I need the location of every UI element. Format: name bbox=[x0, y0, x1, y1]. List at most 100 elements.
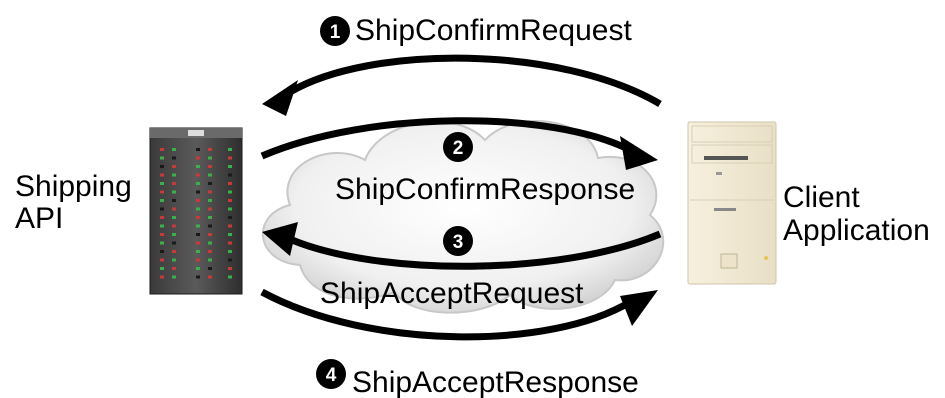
server-status-light bbox=[196, 165, 200, 168]
step-1-badge: 1 bbox=[320, 16, 350, 46]
server-status-light bbox=[160, 173, 164, 177]
server-status-light bbox=[172, 241, 176, 245]
server-status-light bbox=[172, 258, 176, 262]
server-status-light bbox=[208, 173, 212, 177]
message-3-label: ShipAcceptRequest bbox=[320, 277, 584, 310]
step-4-badge: 4 bbox=[316, 359, 346, 389]
arrow-1-ship-confirm-request bbox=[262, 54, 662, 116]
server-status-light bbox=[160, 267, 164, 270]
server-status-light bbox=[228, 182, 232, 185]
server-status-light bbox=[196, 182, 200, 185]
server-status-light bbox=[208, 275, 212, 279]
server-status-light bbox=[172, 165, 176, 168]
server-status-light bbox=[196, 267, 200, 270]
server-status-light bbox=[208, 241, 212, 245]
server-status-light bbox=[172, 275, 176, 279]
server-status-light bbox=[196, 241, 200, 245]
server-status-light bbox=[228, 216, 232, 219]
server-status-light bbox=[160, 207, 164, 211]
server-status-light bbox=[208, 224, 212, 228]
server-status-light bbox=[172, 156, 176, 160]
server-status-light bbox=[228, 156, 232, 160]
server-status-light bbox=[196, 258, 200, 262]
server-status-light bbox=[208, 165, 212, 168]
server-status-light bbox=[196, 216, 200, 219]
server-status-light bbox=[208, 148, 212, 151]
server-logo-icon bbox=[188, 130, 204, 136]
server-status-light bbox=[172, 216, 176, 219]
message-1-label: ShipConfirmRequest bbox=[355, 14, 632, 47]
server-status-light bbox=[196, 275, 200, 279]
server-status-light bbox=[196, 148, 200, 151]
server-status-light bbox=[160, 216, 164, 219]
server-status-light bbox=[228, 173, 232, 177]
server-status-light bbox=[172, 224, 176, 228]
server-status-light bbox=[228, 199, 232, 202]
server-status-light bbox=[228, 267, 232, 270]
server-status-light bbox=[172, 267, 176, 270]
server-status-light bbox=[196, 173, 200, 177]
server-status-light bbox=[172, 190, 176, 194]
server-status-light bbox=[208, 233, 212, 236]
arrow-2-ship-confirm-response bbox=[260, 117, 658, 170]
step-1-number: 1 bbox=[330, 22, 341, 43]
server-status-light bbox=[160, 156, 164, 160]
server-status-light bbox=[196, 190, 200, 194]
server-status-light bbox=[208, 216, 212, 219]
server-status-light bbox=[208, 182, 212, 185]
arrow-4-ship-accept-response bbox=[260, 288, 658, 341]
step-3-badge: 3 bbox=[443, 226, 473, 256]
client-application-label-line1: Client bbox=[783, 181, 860, 214]
client-application-label-line2: Application bbox=[783, 214, 930, 247]
server-status-lights bbox=[160, 148, 232, 279]
server-status-light bbox=[160, 275, 164, 279]
server-status-light bbox=[160, 258, 164, 262]
server-status-light bbox=[172, 233, 176, 236]
server-status-light bbox=[160, 241, 164, 245]
shipping-api-label-line2: API bbox=[15, 202, 63, 235]
server-status-light bbox=[160, 233, 164, 236]
shipping-api-label-line1: Shipping bbox=[15, 170, 132, 203]
server-status-light bbox=[196, 224, 200, 228]
server-status-light bbox=[196, 207, 200, 211]
server-status-light bbox=[208, 207, 212, 211]
server-status-light bbox=[208, 250, 212, 253]
server-status-light bbox=[196, 156, 200, 160]
arrow-3-ship-accept-request bbox=[262, 222, 662, 270]
server-status-light bbox=[172, 250, 176, 253]
step-4-number: 4 bbox=[326, 365, 337, 386]
server-status-light bbox=[228, 224, 232, 228]
server-status-light bbox=[208, 267, 212, 270]
step-2-number: 2 bbox=[453, 138, 464, 159]
message-4-label: ShipAcceptResponse bbox=[352, 366, 639, 398]
server-status-light bbox=[228, 148, 232, 151]
server-status-light bbox=[228, 241, 232, 245]
server-status-light bbox=[228, 233, 232, 236]
server-status-light bbox=[228, 190, 232, 194]
step-3-number: 3 bbox=[453, 232, 464, 253]
network-cloud bbox=[262, 120, 665, 314]
server-status-light bbox=[172, 199, 176, 202]
client-pc-tower-icon bbox=[687, 121, 777, 285]
server-status-light bbox=[172, 207, 176, 211]
server-status-light bbox=[160, 199, 164, 202]
server-status-light bbox=[208, 258, 212, 262]
server-status-light bbox=[228, 165, 232, 168]
server-status-light bbox=[208, 199, 212, 202]
server-tower-icon bbox=[149, 127, 243, 295]
step-2-badge: 2 bbox=[443, 132, 473, 162]
server-status-light bbox=[172, 148, 176, 151]
server-status-light bbox=[196, 233, 200, 236]
server-status-light bbox=[172, 173, 176, 177]
server-status-light bbox=[228, 258, 232, 262]
server-status-light bbox=[172, 182, 176, 185]
server-status-light bbox=[160, 182, 164, 185]
server-status-light bbox=[208, 156, 212, 160]
server-status-light bbox=[160, 190, 164, 194]
server-status-light bbox=[208, 190, 212, 194]
server-status-light bbox=[196, 199, 200, 202]
server-status-light bbox=[228, 207, 232, 211]
server-status-light bbox=[196, 250, 200, 253]
